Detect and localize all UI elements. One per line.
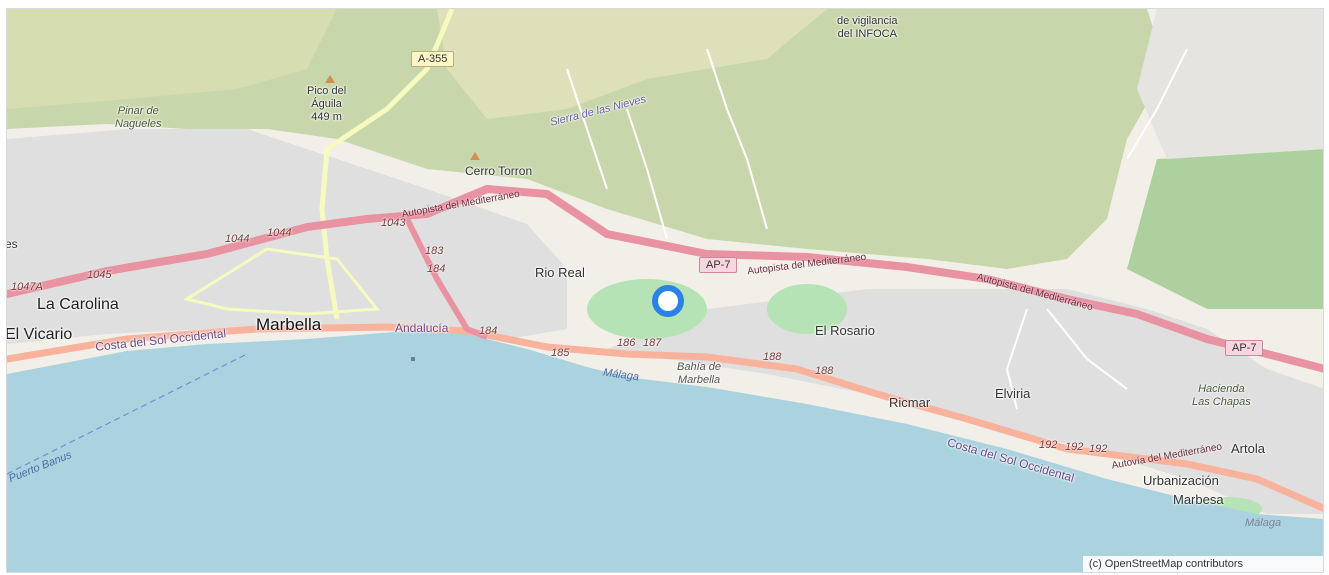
road-label-andalucia: Andalucía [395, 321, 449, 335]
map-attribution: (c) OpenStreetMap contributors [1082, 556, 1323, 572]
urban-area-northeast [1137, 9, 1323, 159]
place-es: es [6, 237, 18, 251]
place-ricmar: Ricmar [889, 395, 931, 410]
coastal-trunk-road [7, 323, 1323, 512]
primary-road-ring [183, 247, 380, 316]
exit-183: 183 [425, 245, 444, 257]
label-cerro-torron: Cerro Torron [465, 164, 533, 178]
peak-icon [325, 75, 335, 83]
place-urbanizacion: Urbanización [1143, 473, 1219, 488]
minor-roads [566, 48, 1188, 410]
sea [7, 331, 1323, 572]
exit-187: 187 [643, 337, 662, 349]
map-viewport[interactable]: Marbella La Carolina El Vicario es Rio R… [6, 8, 1324, 573]
exit-185: 185 [551, 347, 570, 359]
label-malaga-2: Málaga [1245, 517, 1282, 529]
exit-1047a: 1047A [11, 281, 43, 293]
exit-1044-a: 1044 [225, 233, 250, 245]
place-marbella: Marbella [256, 315, 322, 334]
place-la-carolina: La Carolina [37, 296, 119, 313]
exit-192-b: 192 [1065, 441, 1084, 453]
ferry-route [7, 353, 248, 475]
motorway-ap7 [7, 184, 1323, 373]
forest-area [7, 9, 1167, 269]
place-rio-real: Rio Real [535, 265, 585, 280]
golf-course-2 [767, 284, 847, 334]
motorway-spur [404, 217, 489, 340]
map-tiles [7, 9, 1323, 572]
place-elviria: Elviria [995, 386, 1031, 401]
exit-184-b: 184 [479, 325, 498, 337]
golf-course [587, 279, 707, 339]
buoy-icon [411, 357, 415, 361]
peak-icon [470, 152, 480, 160]
location-marker[interactable] [652, 285, 684, 317]
exit-186: 186 [617, 337, 636, 349]
exit-1044-b: 1044 [267, 227, 292, 239]
upland-area-west [7, 9, 337, 109]
road-shield-a355: A-355 [411, 51, 455, 67]
place-marbesa: Marbesa [1173, 492, 1224, 507]
upland-area [437, 9, 827, 119]
exit-188-a: 188 [763, 351, 782, 363]
exit-188-b: 188 [815, 365, 834, 377]
exit-192-c: 192 [1089, 443, 1108, 455]
exit-1045: 1045 [87, 269, 112, 281]
road-shield-ap7-east: AP-7 [1225, 340, 1264, 356]
road-shield-ap7-west: AP-7 [699, 257, 738, 273]
exit-184-a: 184 [427, 263, 446, 275]
place-artola: Artola [1231, 441, 1265, 456]
place-el-vicario: El Vicario [6, 326, 73, 343]
exit-1043: 1043 [381, 217, 406, 229]
place-el-rosario: El Rosario [815, 323, 875, 338]
forest-east [1127, 149, 1323, 309]
exit-192-a: 192 [1039, 439, 1058, 451]
